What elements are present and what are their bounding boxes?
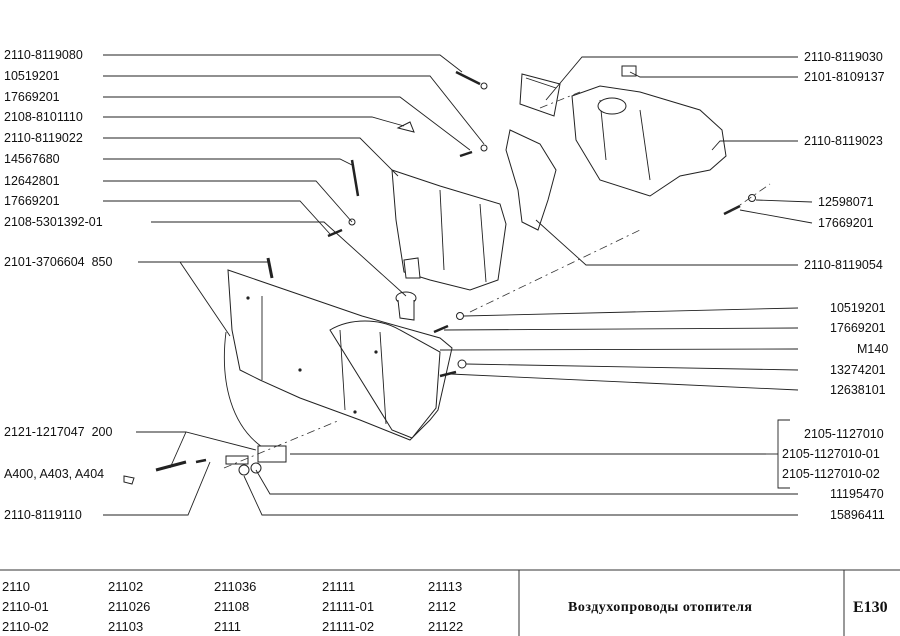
label-left: 2110-8119080 [4, 48, 83, 62]
right-labels: 2110-8119030 2101-8109137 2110-8119023 1… [804, 50, 888, 522]
leader-lines [103, 54, 813, 516]
label-bracket: 2105-1127010-02 [782, 467, 880, 481]
model-code: 2110-02 [2, 619, 49, 634]
label-left: 12642801 [4, 174, 60, 188]
label-left: 2108-8101110 [4, 110, 83, 124]
sheet-code: E130 [853, 599, 888, 616]
model-code: 21108 [214, 599, 249, 614]
model-code: 211036 [214, 579, 256, 594]
model-code: 21113 [428, 579, 462, 594]
label-right: 12638101 [830, 383, 886, 397]
model-code: 211026 [108, 599, 150, 614]
label-left: 2110-8119022 [4, 131, 83, 145]
model-code: 21103 [108, 619, 143, 634]
heater-duct-panel [227, 269, 453, 441]
model-code: 21111 [322, 579, 355, 594]
label-right: M140 [857, 342, 888, 356]
label-right: 2110-8119054 [804, 258, 883, 272]
label-left: A400, A403, A404 [4, 467, 104, 481]
rod-part [266, 257, 274, 279]
cable-part [223, 331, 271, 453]
label-left: 2110-8119110 [4, 508, 82, 522]
label-right: 2101-8109137 [804, 70, 885, 84]
label-left: 2101-3706604 850 [4, 255, 112, 269]
label-right: 15896411 [830, 508, 885, 522]
label-right: 11195470 [830, 487, 884, 501]
model-code: 21102 [108, 579, 143, 594]
label-left: 10519201 [4, 69, 60, 83]
nozzle-part [395, 291, 417, 321]
label-left: 2121-1217047 200 [4, 425, 112, 439]
label-right: 12598071 [818, 195, 874, 209]
sheet-title: Воздухопроводы отопителя [568, 600, 753, 615]
fasteners [123, 70, 756, 485]
label-left: 14567680 [4, 152, 60, 166]
label-right: 13274201 [830, 363, 886, 377]
label-right: 17669201 [818, 216, 874, 230]
model-list: 2110 21102 211036 21111 21113 2110-01 21… [2, 579, 463, 634]
label-bracket: 2105-1127010-01 [782, 447, 880, 461]
model-code: 2111 [214, 619, 241, 634]
bracket-labels: 2105-1127010 2105-1127010-01 2105-112701… [782, 427, 884, 481]
model-code: 21111-01 [322, 599, 374, 614]
model-code: 21122 [428, 619, 463, 634]
assembly-axes [223, 91, 771, 469]
model-code: 2110 [2, 579, 30, 594]
clip-part [621, 65, 637, 77]
label-right: 10519201 [830, 301, 886, 315]
label-right: 2110-8119023 [804, 134, 883, 148]
middle-duct [391, 169, 507, 291]
model-code: 2112 [428, 599, 456, 614]
model-code: 2110-01 [2, 599, 49, 614]
model-code: 21111-02 [322, 619, 374, 634]
bracket-part [505, 129, 557, 231]
label-right: 17669201 [830, 321, 886, 335]
upper-duct [571, 85, 727, 197]
left-labels: 2110-8119080 10519201 17669201 2108-8101… [4, 48, 112, 522]
label-right: 2110-8119030 [804, 50, 883, 64]
gasket-part [519, 73, 561, 117]
label-bracket: 2105-1127010 [804, 427, 884, 441]
label-left: 17669201 [4, 90, 60, 104]
label-left: 2108-5301392-01 [4, 215, 103, 229]
title-block: 2110 21102 211036 21111 21113 2110-01 21… [0, 569, 900, 636]
label-left: 17669201 [4, 194, 60, 208]
